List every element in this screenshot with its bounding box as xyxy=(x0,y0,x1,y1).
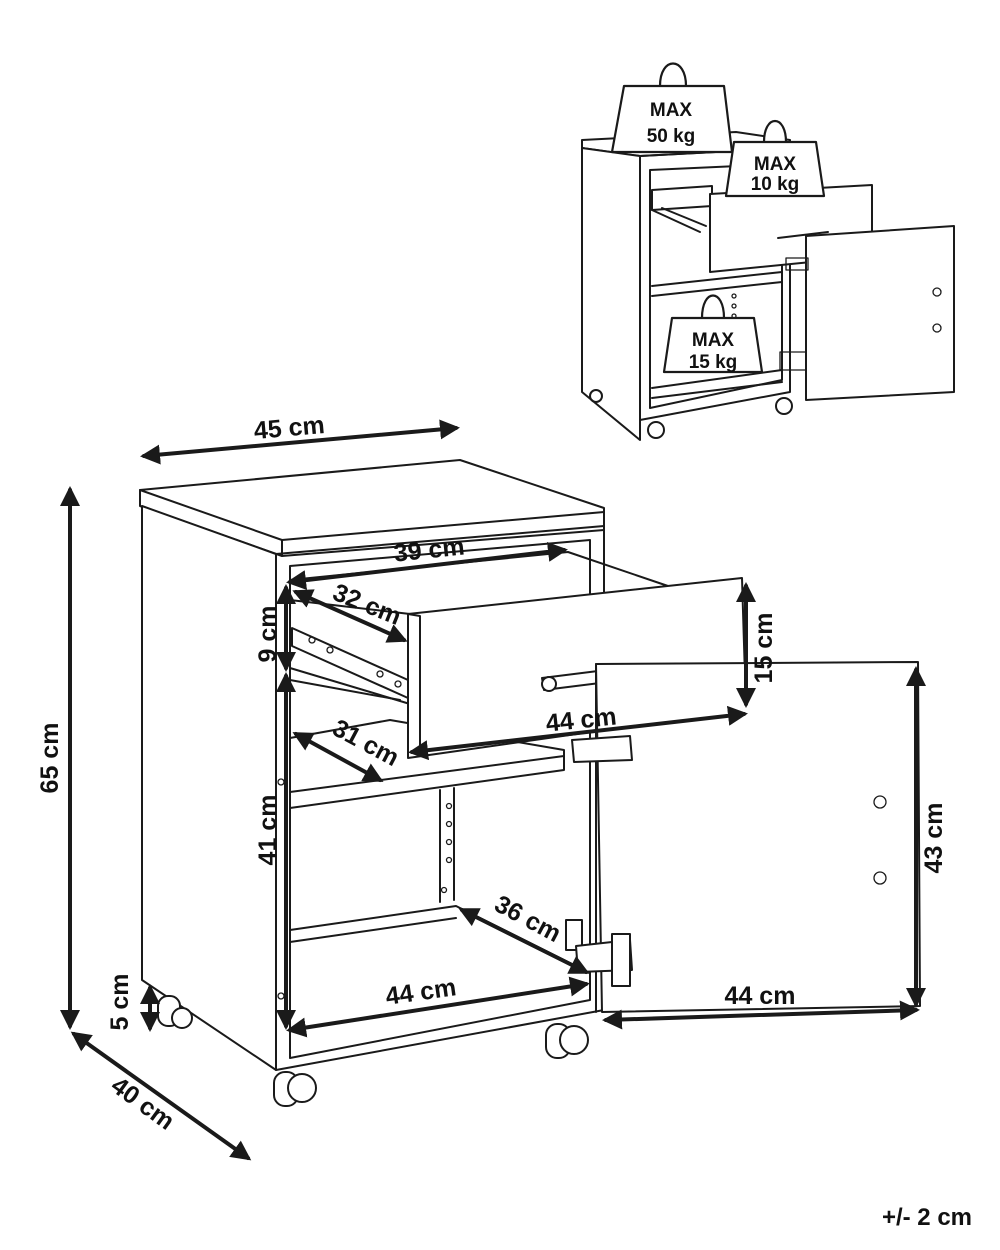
tolerance-note: +/- 2 cm xyxy=(881,1204,972,1231)
weight-icon-50kg: MAX 50 kg xyxy=(610,62,734,154)
dim-door-height-label: 43 cm xyxy=(920,803,948,874)
preview-cabinet xyxy=(581,131,955,441)
dim-drawer-inner-height-label: 9 cm xyxy=(254,606,282,663)
dim-height-label: 65 cm xyxy=(36,723,64,794)
load-value-label: 10 kg xyxy=(751,174,800,195)
dim-compartment-height-label: 41 cm xyxy=(254,795,282,866)
dim-bottom-depth-label: 36 cm xyxy=(490,890,566,948)
dim-door-width-label: 44 cm xyxy=(725,982,796,1010)
caster-front-right xyxy=(545,1023,589,1059)
weight-icon-15kg: MAX 15 kg xyxy=(662,294,764,374)
load-max-label: MAX xyxy=(754,154,797,175)
load-value-label: 15 kg xyxy=(689,352,738,373)
weight-icon-10kg: MAX 10 kg xyxy=(724,120,826,198)
load-max-label: MAX xyxy=(692,330,735,351)
caster-front-left xyxy=(273,1071,317,1107)
caster-left-back xyxy=(157,995,193,1029)
dim-drawer-front-height-label: 15 cm xyxy=(750,613,778,684)
main-cabinet xyxy=(139,459,921,1107)
load-max-label: MAX xyxy=(650,100,693,121)
dim-top-width-label: 45 cm xyxy=(253,411,326,445)
dim-caster-height-label: 5 cm xyxy=(106,974,134,1031)
load-value-label: 50 kg xyxy=(647,126,696,147)
dimension-arrows xyxy=(60,419,926,1161)
